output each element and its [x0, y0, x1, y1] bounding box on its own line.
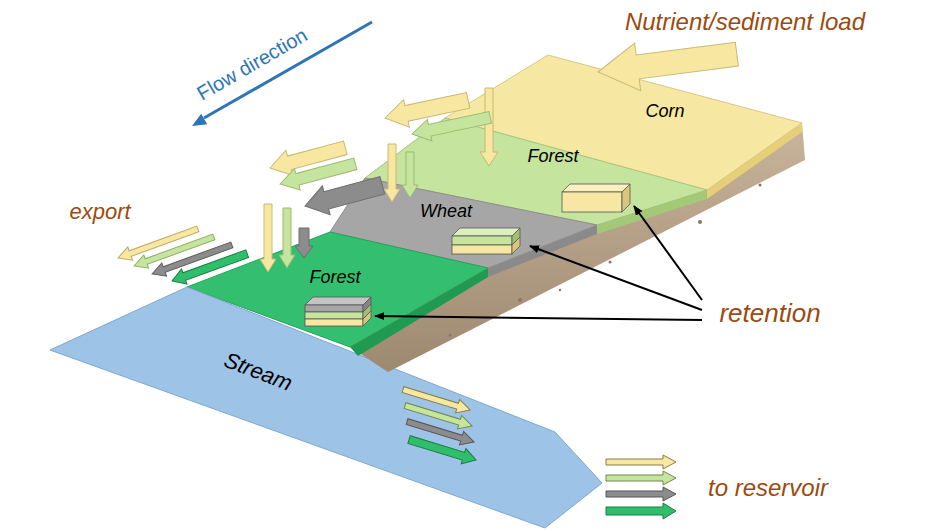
- strip-label-holder: Wheat: [420, 201, 472, 223]
- reservoir-arrow: [606, 487, 676, 501]
- box-top: [562, 184, 630, 192]
- box-front: [305, 319, 363, 326]
- deposit-arrow: [260, 204, 276, 272]
- strip-label: Forest: [309, 267, 360, 289]
- retention-box: [562, 184, 630, 212]
- label-holder: retention: [719, 298, 820, 329]
- strip-label: Stream: [220, 347, 296, 397]
- pebble: [449, 334, 452, 337]
- label-holder: to reservoir: [708, 474, 828, 503]
- flow-arrow-head: [192, 114, 207, 126]
- export-label: export: [69, 199, 130, 225]
- deposit-arrow-shape: [260, 204, 276, 272]
- box-front: [562, 192, 622, 212]
- stream-band: Stream: [50, 287, 602, 528]
- strip-label: Corn: [645, 101, 684, 123]
- load-label: Nutrient/sediment load: [625, 8, 865, 37]
- reservoir-arrow: [606, 471, 676, 485]
- field-strip: Forest: [365, 118, 707, 225]
- box-front: [452, 236, 512, 245]
- deposit-arrow: [279, 208, 295, 268]
- retention-label: retention: [719, 298, 820, 329]
- reservoir-label: to reservoir: [708, 474, 828, 503]
- retention-box: [452, 228, 520, 254]
- pebble: [698, 220, 702, 224]
- deposit-arrow-shape: [279, 208, 295, 268]
- field-strip: Wheat: [330, 178, 597, 268]
- label-holder: Nutrient/sediment load: [625, 8, 865, 37]
- box-front: [305, 312, 363, 319]
- box-top: [305, 297, 371, 305]
- strip-label-holder: Corn: [645, 101, 684, 123]
- strip-outline: [187, 232, 488, 347]
- label-holder: Flow direction: [193, 23, 312, 105]
- strip-label-holder: Forest: [527, 146, 578, 168]
- direction-label: Flow direction: [193, 23, 312, 105]
- reservoir-arrow-shape: [606, 487, 676, 501]
- field-strip: Forest: [187, 232, 488, 347]
- leader-line: [634, 206, 702, 300]
- strip-outline: [445, 55, 802, 190]
- strip-label-holder: Stream: [220, 347, 296, 397]
- box-front: [305, 305, 363, 312]
- strip-outline: [330, 178, 597, 268]
- leader-line: [530, 246, 702, 310]
- pebble: [518, 298, 522, 302]
- strip-label: Forest: [527, 146, 578, 168]
- pebble: [759, 184, 762, 187]
- strip-surface: [50, 287, 602, 528]
- field-strip: Corn: [445, 55, 802, 190]
- reservoir-arrow: [606, 503, 676, 519]
- retention-box: [305, 297, 371, 326]
- reservoir-arrow-shape: [606, 471, 676, 485]
- leader-line: [375, 316, 702, 320]
- strip-label-holder: Forest: [309, 267, 360, 289]
- strip-label: Wheat: [420, 201, 472, 223]
- strip-outline: [50, 287, 602, 528]
- reservoir-arrow-shape: [606, 455, 676, 469]
- pebble: [609, 261, 612, 264]
- reservoir-arrow-shape: [606, 503, 676, 519]
- box-top: [452, 228, 520, 236]
- box-front: [452, 245, 512, 254]
- strip-outline: [365, 118, 707, 225]
- label-holder: export: [69, 199, 130, 225]
- pebble: [559, 289, 561, 291]
- reservoir-arrow: [606, 455, 676, 469]
